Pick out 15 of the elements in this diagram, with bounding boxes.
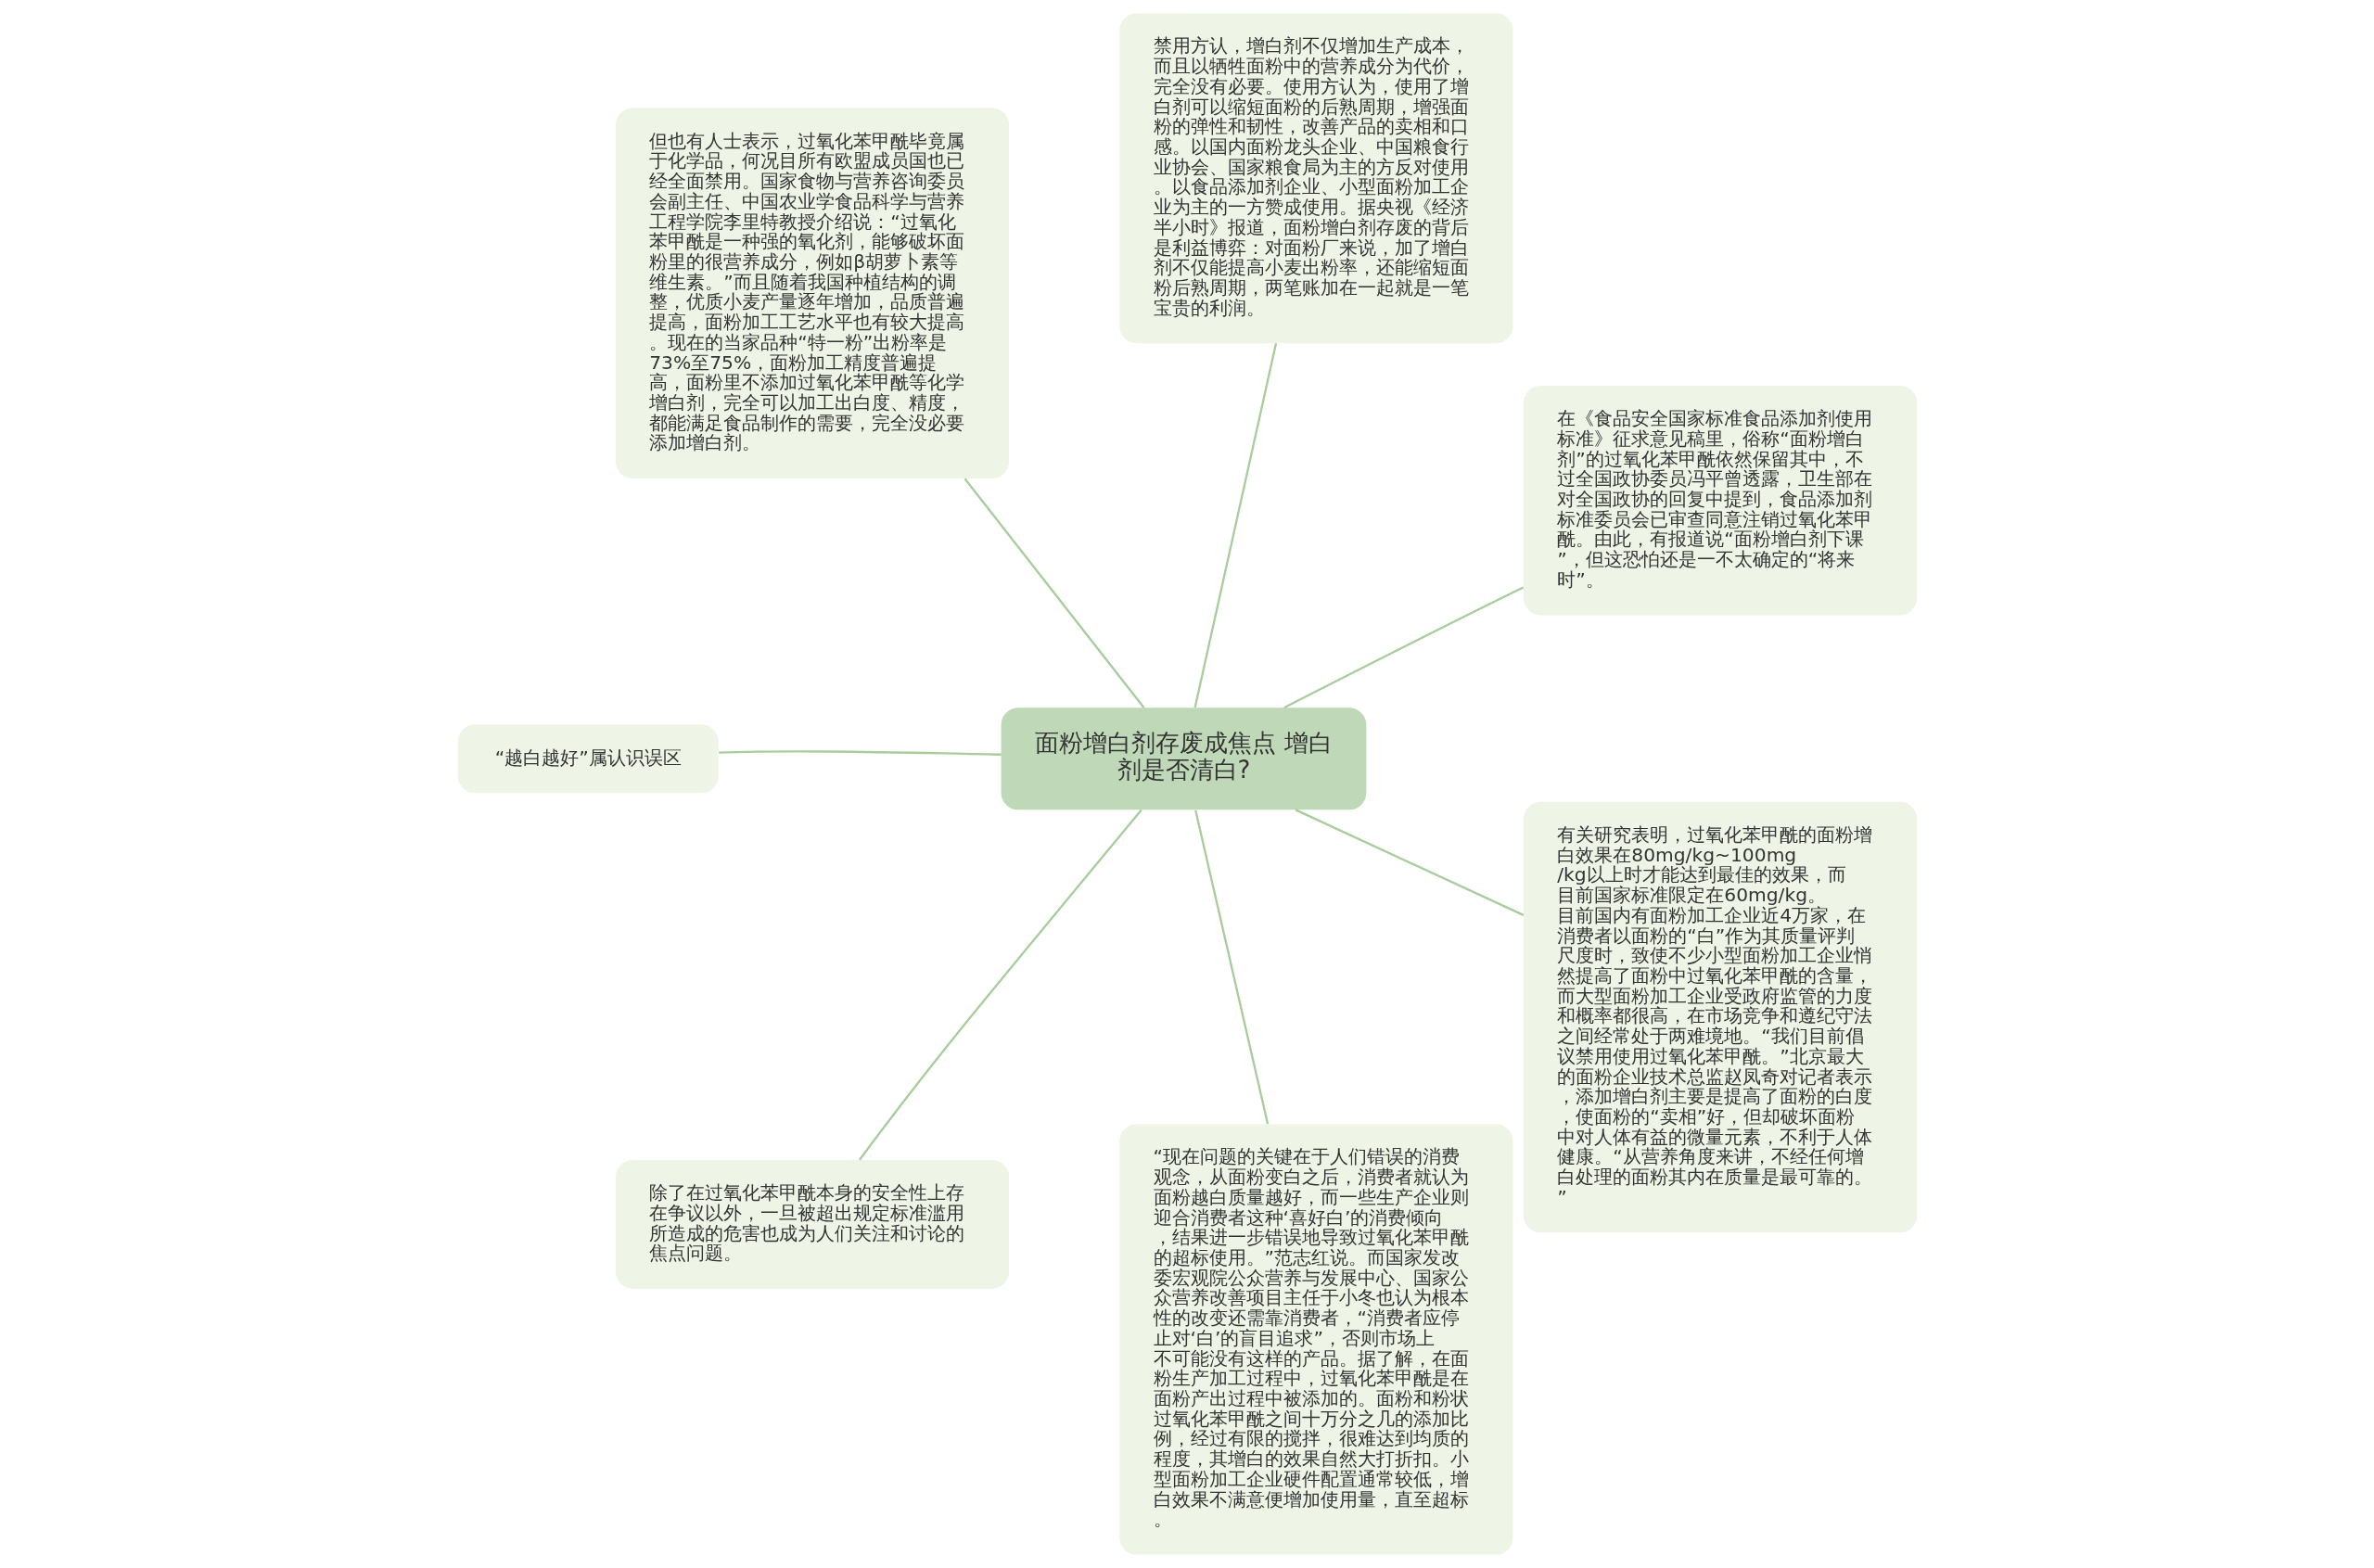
connector (1283, 586, 1524, 709)
node-box: 除了在过氧化苯甲酰本身的安全性上存在争议以外，一旦被超出规定标准滥用所造成的危害也成为人们关注和讨论的焦点问题。 (615, 1160, 1009, 1289)
node-box: “现在问题的关键在于人们错误的消费观念，从面粉变白之后，消费者就认为面粉越白质量越好，而一些生产企业则迎合消费者这种‘喜好白’的消费倾向，结果进一步错误地导致过氧化苯甲酰的超标使用。”范志红说。而国家发改委宏观院公众营养与发展中心、国家公众营养改善项目主任于小冬也认为根本性的改变还需靠消费者，“消费者应停止对‘白’的盲目追求”，否则市场上不可能没有这样的产品。据了解，在面粉生产加工过程中，过氧化苯甲酰是在面粉产出过程中被添加的。面粉和粉状过氧化苯甲酰之间十万分之几的添加比例，经过有限的搅拌，很难达到均质的程度，其增白的效果自然大打折扣。小型面粉加工企业硬件配置通常较低，增白效果不满意便增加使用量，直至超标。 (1118, 1124, 1512, 1555)
connector (1193, 809, 1269, 1125)
node-box: 禁用方认，增白剂不仅增加生产成本，而且以牺牲面粉中的营养成分为代价，完全没有必要。使用方认为，使用了增白剂可以缩短面粉的后熟周期，增强面粉的弹性和韧性，改善产品的卖相和口感。以国内面粉龙头企业、中国粮食行业协会、国家粮食局为主的方反对使用。以食品添加剂企业、小型面粉加工企业为主的一方赞成使用。据央视《经济半小时》报道，面粉增白剂存废的背后是利益博弈：对面粉厂来说，加了增白剂不仅能提高小麦出粉率，还能缩短面粉后熟周期，两笔账加在一起就是一笔宝贵的利润。 (1118, 13, 1512, 344)
node-box: 在《食品安全国家标准食品添加剂使用标准》征求意见稿里，俗称“面粉增白剂”的过氧化苯甲酰依然保留其中，不过全国政协委员冯平曾透露，卫生部在对全国政协的回复中提到，食品添加剂标准委员会已审查同意注销过氧化苯甲酰。由此，有报道说“面粉增白剂下课”，但这恐怕还是一不太确定的“将来时”。 (1523, 385, 1917, 616)
node-box: 有关研究表明，过氧化苯甲酰的面粉增白效果在80mg/kg~100mg/kg以上时才能达到最佳的效果，而目前国家标准限定在60mg/kg。目前国内有面粉加工企业近4万家，在消费者以面粉的“白”作为其质量评判尺度时，致使不少小型面粉加工企业悄然提高了面粉中过氧化苯甲酰的含量，而大型面粉加工企业受政府监管的力度和概率都很高，在市场竞争和遵纪守法之间经常处于两难境地。“我们目前倡议禁用使用过氧化苯甲酰。”北京最大的面粉企业技术总监赵凤奇对记者表示，添加增白剂主要是提高了面粉的白度，使面粉的“卖相”好，但却破坏面粉中对人体有益的微量元素，不利于人体健康。“从营养角度来讲，不经任何增白处理的面粉其内在质量是最可靠的。” (1523, 801, 1917, 1233)
connector (718, 750, 1002, 756)
connector (858, 809, 1142, 1161)
node-box: 面粉增白剂存废成焦点 增白剂是否清白? (1001, 708, 1366, 810)
connector (1295, 809, 1524, 916)
connector (964, 478, 1144, 708)
connector (1193, 343, 1277, 708)
node-box: 但也有人士表示，过氧化苯甲酰毕竟属于化学品，何况目所有欧盟成员国也已经全面禁用。国家食物与营养咨询委员会副主任、中国农业学食品科学与营养工程学院李里特教授介绍说：“过氧化苯甲酰是一种强的氧化剂，能够破坏面粉里的很营养成分，例如β胡萝卜素等维生素。”而且随着我国种植结构的调整，优质小麦产量逐年增加，品质普遍提高，面粉加工工艺水平也有较大提高。现在的当家品种“特一粉”出粉率是73%至75%，面粉加工精度普遍提高，面粉里不添加过氧化苯甲酰等化学增白剂，完全可以加工出白度、精度，都能满足食品制作的需要，完全没必要添加增白剂。 (615, 108, 1009, 478)
node-box: “越白越好”属认识误区 (457, 724, 719, 794)
